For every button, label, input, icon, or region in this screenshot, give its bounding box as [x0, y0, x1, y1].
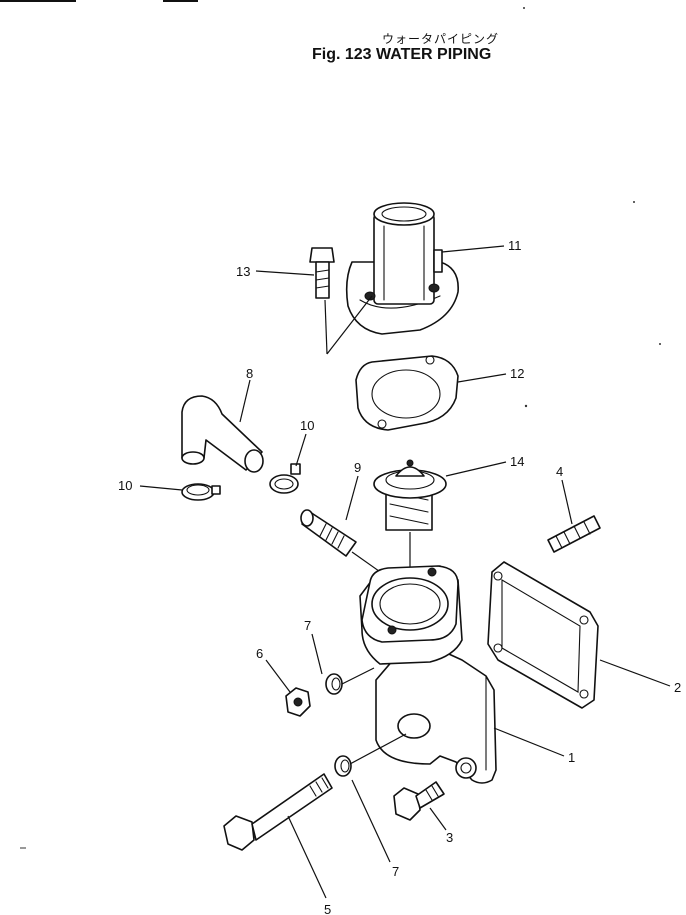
- pipe-part-9: [300, 509, 387, 577]
- callout-14: 14: [510, 454, 524, 469]
- bolt-part-13: [309, 247, 373, 355]
- callout-6: 6: [256, 646, 263, 661]
- nut-part-6: [285, 687, 311, 717]
- stud-part-4: [547, 515, 601, 553]
- bolt-part-3: [393, 781, 445, 821]
- hose-part-8: [181, 395, 264, 473]
- callout-10-right: 10: [300, 418, 314, 433]
- callout-13: 13: [236, 264, 250, 279]
- callout-12: 12: [510, 366, 524, 381]
- callout-3: 3: [446, 830, 453, 845]
- gasket-part-12: [355, 355, 459, 431]
- header-rule-left: [0, 0, 76, 2]
- callout-8: 8: [246, 366, 253, 381]
- figure-title-japanese: ウォータパイピング: [382, 32, 500, 46]
- leader-lines: [139, 245, 671, 899]
- callout-1: 1: [568, 750, 575, 765]
- hose-clamp-part-10-right: [269, 463, 301, 494]
- gasket-part-2: [487, 561, 599, 709]
- water-housing-part-1: [359, 565, 497, 784]
- callout-7-upper: 7: [304, 618, 311, 633]
- callout-11: 11: [508, 238, 522, 253]
- figure-title: Fig. 123 WATER PIPING: [312, 46, 492, 63]
- callout-labels: 1 2 3 4 5 6 7 7 8 9 10 10 11 12 13 14: [118, 238, 681, 915]
- callout-4: 4: [556, 464, 563, 479]
- long-bolt-part-5: [223, 773, 333, 851]
- callout-7-lower: 7: [392, 864, 399, 879]
- callout-10-left: 10: [118, 478, 132, 493]
- hose-clamp-part-10-left: [181, 483, 221, 501]
- water-outlet-part-11: [345, 202, 459, 335]
- thermostat-part-14: [373, 459, 447, 578]
- washer-part-7-lower: [334, 733, 407, 777]
- header-rule-right: [163, 0, 198, 2]
- callout-9: 9: [354, 460, 361, 475]
- scan-specks: [20, 7, 661, 849]
- callout-2: 2: [674, 680, 681, 695]
- callout-5: 5: [324, 902, 331, 915]
- washer-part-7-upper: [325, 667, 375, 695]
